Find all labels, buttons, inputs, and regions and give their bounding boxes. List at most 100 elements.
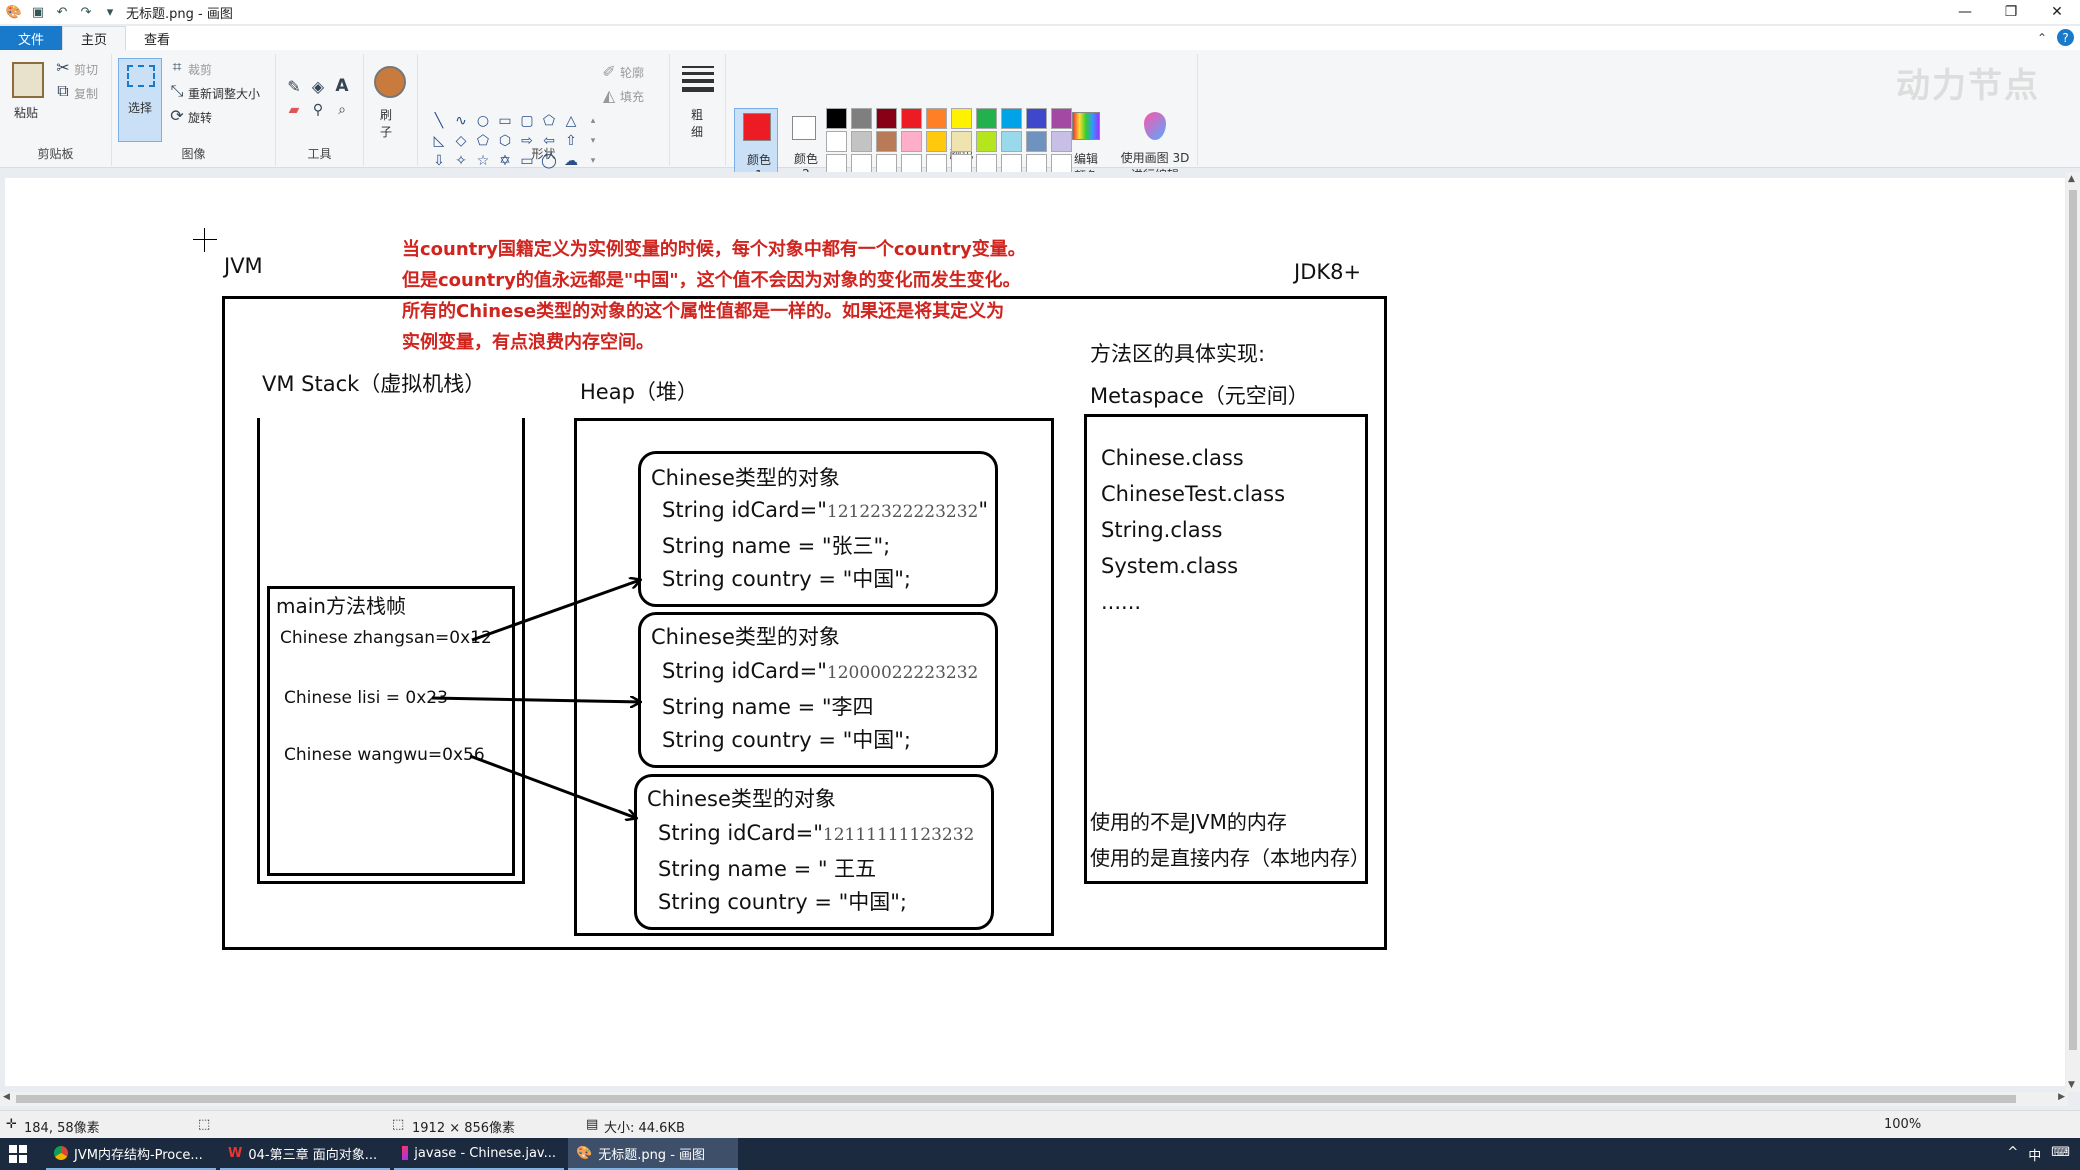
collapse-ribbon-icon[interactable]: ⌃ xyxy=(2036,30,2047,45)
rectangle-shape-icon[interactable]: ▭ xyxy=(498,113,512,129)
scroll-right-arrow-icon[interactable]: ▶ xyxy=(2058,1092,2065,1102)
tab-view[interactable]: 查看 xyxy=(144,32,171,48)
vertical-scroll-thumb[interactable] xyxy=(2069,190,2077,1050)
triangle-shape-icon[interactable]: △ xyxy=(565,113,577,129)
tab-file[interactable]: 文件 xyxy=(0,26,63,50)
scroll-left-arrow-icon[interactable]: ◀ xyxy=(3,1092,10,1102)
horizontal-scroll-thumb[interactable] xyxy=(16,1095,2016,1103)
undo-icon[interactable]: ↶ xyxy=(56,4,68,20)
palette-swatch[interactable] xyxy=(976,131,997,152)
palette-swatch[interactable] xyxy=(1001,108,1022,129)
select-button[interactable]: 选择 xyxy=(118,58,162,142)
palette-swatch[interactable] xyxy=(851,108,872,129)
five-point-star-icon[interactable]: ☆ xyxy=(476,153,490,169)
palette-swatch[interactable] xyxy=(901,108,922,129)
pencil-icon[interactable]: ✎ xyxy=(287,76,301,96)
outline-button[interactable]: 轮廓 xyxy=(620,66,645,80)
cloud-callout-icon[interactable]: ☁ xyxy=(564,153,578,169)
resize-button[interactable]: 重新调整大小 xyxy=(188,87,261,101)
diamond-shape-icon[interactable]: ◇ xyxy=(455,133,467,149)
zoom-level[interactable]: 100% xyxy=(1884,1117,1922,1132)
taskbar-item-paint[interactable]: 🎨 无标题.png - 画图 xyxy=(568,1138,738,1170)
palette-swatch[interactable] xyxy=(851,131,872,152)
palette-swatch[interactable] xyxy=(826,108,847,129)
rect-callout-icon[interactable]: ▭ xyxy=(520,153,534,169)
size-button[interactable]: 粗细 xyxy=(691,108,704,139)
polygon-shape-icon[interactable]: ⬠ xyxy=(542,113,556,129)
fill-button[interactable]: 填充 xyxy=(620,90,645,104)
palette-swatch[interactable] xyxy=(1026,108,1047,129)
scroll-up-icon[interactable]: ▴ xyxy=(590,116,596,126)
outline-icon[interactable]: ✐ xyxy=(602,61,616,81)
left-arrow-shape-icon[interactable]: ⇦ xyxy=(543,133,555,149)
taskbar-item-chrome[interactable]: JVM内存结构-Proce... xyxy=(46,1138,216,1170)
curve-shape-icon[interactable]: ∿ xyxy=(455,113,467,129)
line-size-icon[interactable] xyxy=(682,66,714,92)
right-triangle-shape-icon[interactable]: ◺ xyxy=(433,133,445,149)
oval-shape-icon[interactable]: ○ xyxy=(476,113,490,129)
rotate-button[interactable]: 旋转 xyxy=(188,111,213,125)
help-icon[interactable]: ? xyxy=(2057,29,2074,46)
text-tool-icon[interactable]: A xyxy=(335,76,349,96)
six-point-star-icon[interactable]: ✡ xyxy=(499,153,511,169)
palette-swatch[interactable] xyxy=(901,131,922,152)
tray-chevron-icon[interactable]: ^ xyxy=(2007,1145,2019,1160)
cut-icon[interactable]: ✂ xyxy=(56,57,70,77)
minimize-button[interactable]: — xyxy=(1958,4,1972,20)
palette-swatch[interactable] xyxy=(876,108,897,129)
palette-swatch[interactable] xyxy=(826,131,847,152)
vertical-scrollbar[interactable]: ▲ ▼ xyxy=(2066,172,2080,1092)
down-arrow-shape-icon[interactable]: ⇩ xyxy=(433,153,445,169)
rounded-rect-shape-icon[interactable]: ▢ xyxy=(520,113,534,129)
paste-icon[interactable] xyxy=(12,62,44,98)
magnifier-icon[interactable]: ⌕ xyxy=(338,102,346,118)
hexagon-shape-icon[interactable]: ⬡ xyxy=(498,133,512,149)
redo-icon[interactable]: ↷ xyxy=(80,4,92,20)
keyboard-icon[interactable]: ⌨ xyxy=(2051,1145,2070,1160)
resize-icon[interactable]: ⤡ xyxy=(170,81,184,100)
horizontal-scrollbar[interactable]: ◀ ▶ xyxy=(0,1092,2068,1106)
save-icon[interactable]: ▣ xyxy=(31,4,45,20)
scroll-up-arrow-icon[interactable]: ▲ xyxy=(2068,174,2075,184)
fill-icon[interactable]: ◭ xyxy=(602,85,616,105)
maximize-button[interactable]: ❐ xyxy=(2004,4,2018,20)
palette-swatch[interactable] xyxy=(876,131,897,152)
oval-callout-icon[interactable]: ◯ xyxy=(541,153,557,169)
color-picker-icon[interactable]: ⚲ xyxy=(312,102,324,118)
line-shape-icon[interactable]: ╲ xyxy=(434,113,444,129)
palette-swatch[interactable] xyxy=(976,108,997,129)
palette-swatch[interactable] xyxy=(1051,131,1072,152)
taskbar-item-idea[interactable]: javase - Chinese.jav... xyxy=(394,1138,564,1170)
more-shapes-icon[interactable]: ▾ xyxy=(590,156,596,166)
four-point-star-icon[interactable]: ✧ xyxy=(455,153,467,169)
ime-indicator[interactable]: 中 xyxy=(2028,1149,2042,1164)
palette-swatch[interactable] xyxy=(1051,108,1072,129)
brushes-button[interactable]: 刷子 xyxy=(380,108,393,139)
copy-button[interactable]: 复制 xyxy=(74,87,99,101)
scroll-down-arrow-icon[interactable]: ▼ xyxy=(2068,1080,2075,1090)
palette-swatch[interactable] xyxy=(951,131,972,152)
eraser-icon[interactable]: ▰ xyxy=(288,102,300,118)
palette-swatch[interactable] xyxy=(951,108,972,129)
tab-home[interactable]: 主页 xyxy=(62,26,127,50)
palette-swatch[interactable] xyxy=(1001,131,1022,152)
close-button[interactable]: ✕ xyxy=(2051,4,2063,20)
brush-icon[interactable] xyxy=(374,66,406,98)
crop-button[interactable]: 裁剪 xyxy=(188,63,213,77)
pentagon-shape-icon[interactable]: ⬠ xyxy=(476,133,490,149)
customize-qat-icon[interactable]: ▾ xyxy=(106,4,114,20)
palette-swatch[interactable] xyxy=(1026,131,1047,152)
crop-icon[interactable]: ⌗ xyxy=(172,57,182,76)
windows-start-icon[interactable] xyxy=(8,1144,28,1164)
palette-swatch[interactable] xyxy=(926,108,947,129)
up-arrow-shape-icon[interactable]: ⇧ xyxy=(565,133,577,149)
cut-button[interactable]: 剪切 xyxy=(74,63,99,77)
scroll-down-icon[interactable]: ▾ xyxy=(590,136,596,146)
paste-button[interactable]: 粘贴 xyxy=(14,106,39,120)
copy-icon[interactable]: ⧉ xyxy=(57,81,69,100)
taskbar-item-wps[interactable]: W 04-第三章 面向对象... xyxy=(220,1138,390,1170)
fill-bucket-icon[interactable]: ◈ xyxy=(311,76,325,96)
right-arrow-shape-icon[interactable]: ⇨ xyxy=(521,133,533,149)
rotate-icon[interactable]: ⟳ xyxy=(170,105,184,125)
palette-swatch[interactable] xyxy=(926,131,947,152)
